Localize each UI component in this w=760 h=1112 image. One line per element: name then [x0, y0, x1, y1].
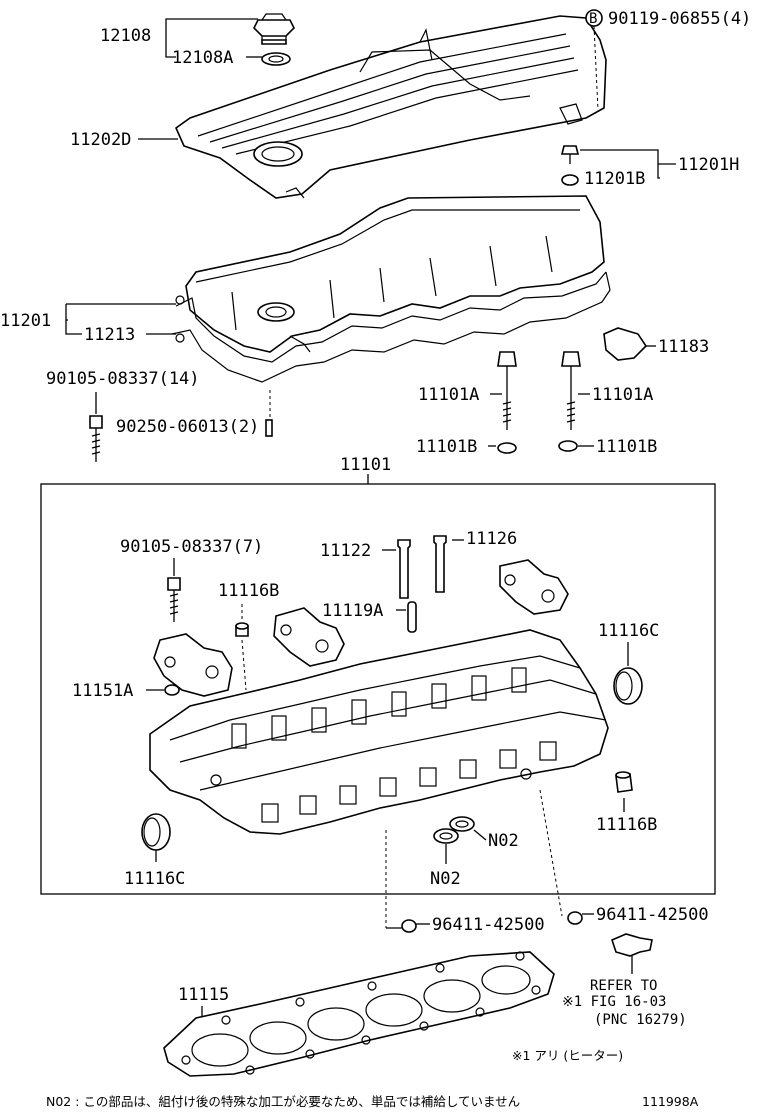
label-90105-08337-7: 90105-08337(7)	[120, 537, 263, 557]
oil-filler-cap	[253, 13, 295, 45]
head-cover-no2	[175, 15, 607, 199]
oil-filler-cap-gasket	[261, 52, 291, 66]
grommet-11201b	[561, 174, 579, 186]
label-11101b-left: 11101B	[416, 437, 477, 457]
plug-96411-left	[401, 919, 417, 933]
cylinder-head-cover	[185, 195, 605, 353]
cylinder-head-gasket	[163, 951, 555, 1077]
head-cover-gasket	[171, 271, 611, 383]
cover-bolt-11201h	[560, 145, 580, 164]
label-90119-06855: 90119-06855(4)	[608, 9, 751, 29]
label-11116b-top: 11116B	[218, 581, 279, 601]
washer-left	[497, 442, 517, 454]
camshaft-bearing-cap-1	[153, 633, 233, 697]
label-11126: 11126	[466, 529, 517, 549]
label-n02-bottom: N02	[430, 869, 461, 889]
label-11202d: 11202D	[70, 130, 131, 150]
refer-line-1: REFER TO	[590, 978, 657, 994]
label-11122: 11122	[320, 541, 371, 561]
camshaft-bearing-cap-3	[499, 559, 569, 615]
label-11116b-right: 11116B	[596, 815, 657, 835]
cylinder-head-assembly-frame	[40, 483, 716, 895]
footnote-heater: ※1 アリ (ヒーター)	[512, 1048, 623, 1063]
label-11201b: 11201B	[584, 169, 645, 189]
label-11201h: 11201H	[678, 155, 739, 175]
label-11151a: 11151A	[72, 681, 133, 701]
stud-90250	[265, 390, 273, 437]
drawing-code: 111998A	[642, 1094, 699, 1109]
label-11201: 11201	[0, 311, 51, 331]
washer-right	[558, 440, 578, 452]
cylinder-head	[149, 629, 609, 835]
bolt-90105-14	[89, 392, 103, 462]
plug-96411-right	[567, 911, 583, 925]
label-12108: 12108	[100, 26, 151, 46]
head-bolt-right	[561, 351, 581, 430]
plug-11116c-right	[613, 667, 643, 705]
label-n02-right: N02	[488, 831, 519, 851]
label-90105-08337-14: 90105-08337(14)	[46, 369, 200, 389]
label-96411-left: 96411-42500	[432, 915, 545, 935]
label-11213: 11213	[84, 325, 135, 345]
plug-11116c-left	[141, 813, 171, 851]
label-11183: 11183	[658, 337, 709, 357]
label-11101b-right: 11101B	[596, 437, 657, 457]
refer-line-3: (PNC 16279)	[594, 1012, 687, 1028]
footnote-n02: N02 : この部品は、組付け後の特殊な加工が必要なため、単品では補給していませ…	[46, 1094, 520, 1109]
pin-11119a	[407, 601, 417, 633]
camshaft-bearing-cap-2	[273, 607, 345, 667]
label-96411-right: 96411-42500	[596, 905, 709, 925]
refer-line-2: ※1 FIG 16-03	[562, 994, 666, 1010]
label-11119a: 11119A	[322, 601, 383, 621]
plug-11116b-top	[235, 604, 249, 691]
ring-n02-upper	[449, 816, 475, 832]
label-12108a: 12108A	[172, 48, 233, 68]
label-11101: 11101	[340, 455, 391, 475]
valve-guide-exhaust	[433, 535, 447, 593]
label-11101a-left: 11101A	[418, 385, 479, 405]
label-11101a-right: 11101A	[592, 385, 653, 405]
label-11116c-left: 11116C	[124, 869, 185, 889]
bolt-90105-7	[167, 558, 181, 622]
plug-11183	[603, 327, 648, 361]
label-90250-06013: 90250-06013(2)	[116, 417, 259, 437]
head-bolt-left	[497, 351, 517, 430]
label-11115: 11115	[178, 985, 229, 1005]
bolt-marker-letter: B	[589, 11, 597, 27]
label-11116c-right: 11116C	[598, 621, 659, 641]
heater-fitting	[611, 933, 653, 974]
valve-guide-intake	[397, 539, 411, 599]
pin-11151a	[164, 684, 180, 696]
plug-11116b-right	[615, 771, 633, 793]
ring-n02-lower	[433, 828, 459, 844]
